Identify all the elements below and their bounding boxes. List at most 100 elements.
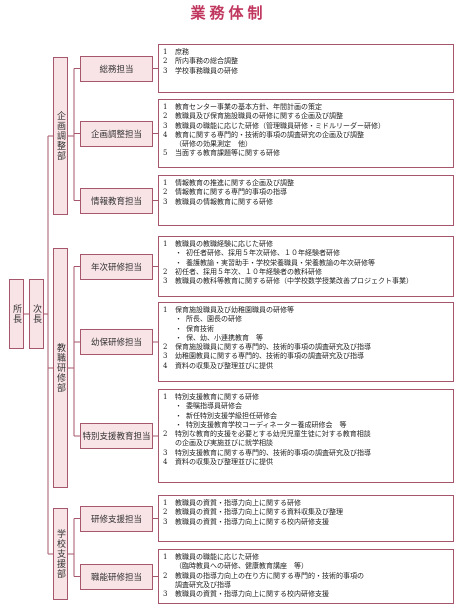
duty-item: 2 保育施設職員に関する専門的、技術的事項の調査研究及び指導: [163, 343, 450, 352]
duty-text: 初任者研修、採用５年次研修、１０年経験者研修: [186, 249, 340, 258]
duty-number: 2: [163, 267, 168, 276]
duty-number: ・: [175, 249, 182, 258]
duty-item: 3 教職員の資質・指導力向上に関する校内研修支援: [163, 590, 450, 599]
duty-text: 保育技術: [186, 324, 214, 333]
duty-number: 2: [163, 508, 168, 517]
duty-number: 4: [163, 458, 168, 467]
duty-item: 2 初任者、採用５年次、１０年経験者の教科研修: [163, 268, 450, 277]
duty-number: 2: [163, 343, 168, 352]
duty-item: ・保育技術: [163, 325, 450, 334]
president-box: 所長: [9, 279, 24, 349]
duty-text: 養護教諭・実習助手・学校栄養職員・栄養教諭の年次研修等: [186, 258, 375, 267]
duty-text: 教職員の資質・指導力向上に関する資料収集及び整理: [175, 508, 343, 517]
duty-text: 委嘱指導員研修会: [186, 402, 242, 411]
duty-text: 教職員の資質・指導力向上に関する研修: [175, 499, 301, 507]
duty-text: 教職員の資質・指導力向上に関する校内研修支援: [175, 590, 329, 599]
unit-box: 総務担当: [80, 55, 153, 82]
duty-number: ・: [175, 402, 182, 411]
duty-text: 教育に関する専門的・技術的事項の調査研究の企画及び調整: [175, 130, 364, 139]
duty-number: ・: [175, 258, 182, 267]
duty-text: 教職員の指導力向上の在り方に関する専門的・技術的事項の: [175, 571, 364, 580]
duty-item: ・所長、園長の研修: [163, 315, 450, 324]
duty-text: 新任特別支援学級担任研修会: [186, 411, 277, 420]
duty-item: 3 幼稚園教員に関する専門的、技術的事項の調査研究及び指導: [163, 352, 450, 361]
duty-text: の企画及び実施並びに就学相談: [175, 439, 273, 448]
duty-text: 初任者、採用５年次、１０年経験者の教科研修: [175, 267, 322, 276]
duty-number: 3: [163, 277, 168, 286]
duty-text: 保育施設職員及び幼稚園職員の研修等: [175, 306, 294, 314]
duty-number: 3: [163, 590, 168, 599]
duty-text: 教職員の職能に応じた研修: [175, 553, 259, 561]
duty-number: 4: [163, 130, 168, 139]
duty-item: 2 教職員の資質・指導力向上に関する資料収集及び整理: [163, 508, 450, 517]
duty-number: 3: [163, 352, 168, 361]
duty-text: 教職員の職能に応じた研修（管理職員研修・ミドルリーダー研修）: [175, 121, 385, 130]
unit-box: 特別支援教育担当: [80, 423, 153, 449]
duty-number: ・: [175, 333, 182, 342]
division-box: 学校支援部: [53, 508, 68, 600]
duty-item: ・特別支援教育学校コーディネーター養成研修会 等: [163, 421, 450, 430]
duty-number: 3: [163, 448, 168, 457]
unit-box: 年次研修担当: [80, 253, 153, 280]
duty-number: 5: [163, 149, 168, 158]
duty-text: 教職員の資質・指導力向上に関する校内研修支援: [175, 517, 329, 526]
duty-text: （臨時教員への研修、健康教育講座 等）: [175, 562, 308, 571]
duty-item: 4 資料の収集及び整理並びに提供: [163, 362, 450, 371]
duty-text: 保、幼、小連携教育 等: [186, 333, 263, 342]
duty-item: 2 教職員の指導力向上の在り方に関する専門的・技術的事項の: [163, 572, 450, 581]
vice-president-box: 次長: [29, 279, 44, 349]
duty-number: ・: [175, 315, 182, 324]
duty-text: 特別支援教育学校コーディネーター養成研修会 等: [186, 420, 347, 429]
duty-number: 1: [163, 103, 168, 111]
duty-text: 幼稚園教員に関する専門的、技術的事項の調査研究及び指導: [175, 352, 364, 361]
duty-text: 教職員及び保育施設職員の研修に関する企画及び調整: [175, 112, 343, 121]
duty-item: ・初任者研修、採用５年次研修、１０年経験者研修: [163, 249, 450, 258]
unit-box: 企画調整担当: [80, 120, 153, 147]
duty-number: 2: [163, 571, 168, 580]
duty-number: 1: [163, 306, 168, 314]
duty-text: 調査研究及び指導: [175, 580, 231, 589]
duty-number: 2: [163, 112, 168, 121]
duty-number: 4: [163, 361, 168, 370]
duty-item: の企画及び実施並びに就学相談: [163, 439, 450, 448]
duty-text: 教職員の教職経験に応じた研修: [175, 240, 273, 248]
duty-item: 1 保育施設職員及び幼稚園職員の研修等: [163, 306, 450, 315]
duty-text: 教職員の情報教育に関する研修: [175, 197, 273, 206]
unit-box: 職能研修担当: [80, 563, 153, 590]
duty-item: ・委嘱指導員研修会: [163, 402, 450, 411]
duty-number: 1: [163, 393, 168, 401]
duty-item: 3 特別支援教育に関する専門的、技術的事項の調査研究及び指導: [163, 449, 450, 458]
duty-text: 特別支援教育に関する専門的、技術的事項の調査研究及び指導: [175, 448, 371, 457]
duty-text: 学校事務職員の研修: [175, 66, 238, 75]
duty-number: 1: [163, 499, 168, 507]
duty-item: ・保、幼、小連携教育 等: [163, 334, 450, 343]
division-box: 教職研修部: [53, 248, 68, 488]
duty-text: 特別支援教育に関する研修: [175, 393, 259, 401]
duty-item: ・新任特別支援学級担任研修会: [163, 412, 450, 421]
duty-number: 1: [163, 48, 168, 56]
duty-number: ・: [175, 324, 182, 333]
duty-text: 当面する教育課題等に関する研修: [175, 149, 280, 158]
duties-box: 1 教職員の資質・指導力向上に関する研修 2 教職員の資質・指導力向上に関する資料収集…: [158, 495, 454, 542]
duty-text: 保育施設職員に関する専門的、技術的事項の調査研究及び指導: [175, 343, 371, 352]
unit-box: 幼保研修担当: [80, 329, 153, 355]
duty-text: （研修の効果測定 他）: [175, 140, 252, 149]
duty-text: 所内事務の総合調整: [175, 57, 238, 66]
duty-item: 4 教育に関する専門的・技術的事項の調査研究の企画及び調整: [163, 131, 450, 140]
unit-box: 情報教育担当: [80, 187, 153, 214]
duty-text: 資料の収集及び整理並びに提供: [175, 361, 273, 370]
unit-box: 研修支援担当: [80, 505, 153, 532]
